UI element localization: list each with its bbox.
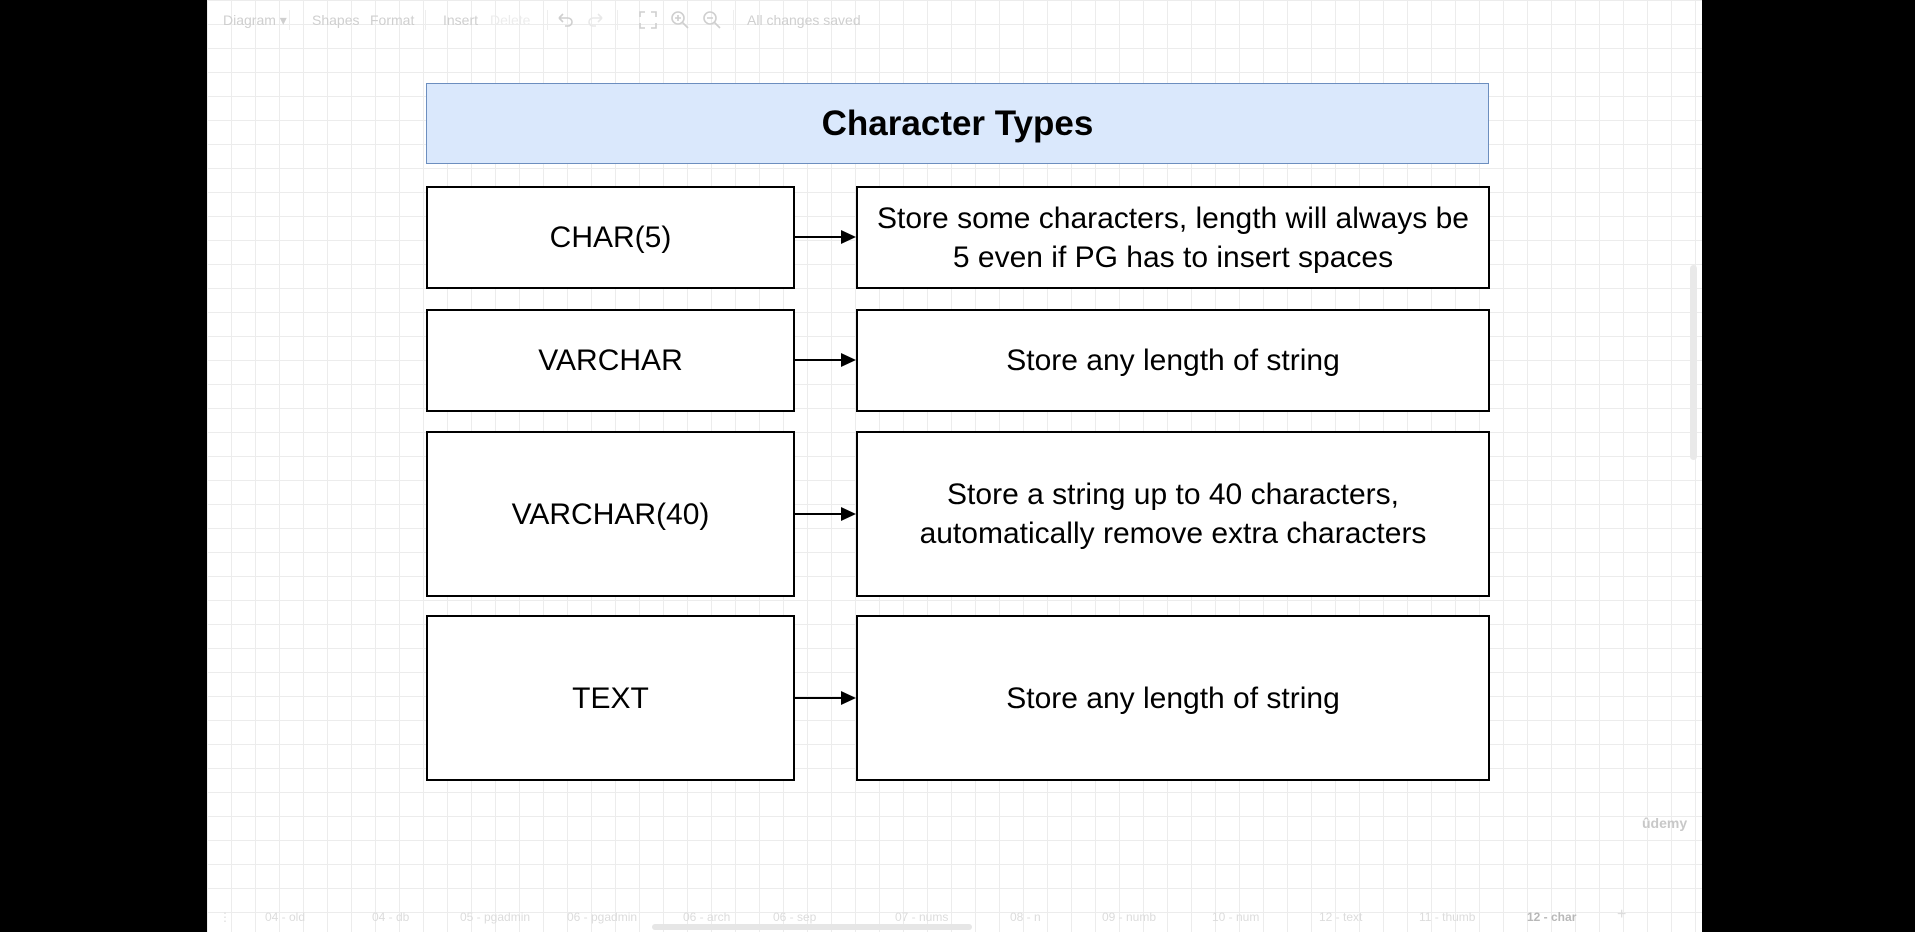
page-tab[interactable]: 04 - old xyxy=(265,910,306,924)
toolbar: Diagram ▾ Shapes Format Insert Delete Al… xyxy=(207,0,1702,40)
toolbar-divider xyxy=(617,10,618,30)
type-box-varchar[interactable]: VARCHAR xyxy=(426,309,795,412)
add-page-button[interactable]: + xyxy=(1617,906,1627,923)
page-tab[interactable]: 05 - pgadmin xyxy=(460,910,531,924)
toolbar-divider xyxy=(733,10,734,30)
diagram-menu-label: Diagram xyxy=(223,12,276,28)
toolbar-divider xyxy=(547,10,548,30)
page-tab[interactable]: 06 - sep xyxy=(773,910,817,924)
insert-button[interactable]: Insert xyxy=(443,12,479,28)
page-tab[interactable]: 07 - nums xyxy=(895,910,949,924)
description-box-text[interactable]: Store any length of string xyxy=(856,615,1490,781)
title-shape[interactable]: Character Types xyxy=(426,83,1489,164)
diagram-title: Character Types xyxy=(821,103,1094,143)
page-tabs-bar: ⋮ 04 - old 04 - db 05 - pgadmin 06 - pga… xyxy=(207,904,1702,928)
description-label: Store any length of string xyxy=(1006,681,1340,715)
page-tab[interactable]: 11 - thumb xyxy=(1419,910,1476,924)
page-tab[interactable]: 08 - n xyxy=(1010,910,1041,924)
page-tab[interactable]: 12 - text xyxy=(1319,910,1363,924)
undo-icon[interactable] xyxy=(554,9,576,31)
type-label: CHAR(5) xyxy=(549,221,672,254)
toolbar-divider xyxy=(289,10,290,30)
description-box-varchar[interactable]: Store any length of string xyxy=(856,309,1490,412)
diagram-editor-window: Diagram ▾ Shapes Format Insert Delete Al… xyxy=(207,0,1702,932)
page-tab[interactable]: 06 - arch xyxy=(683,910,731,924)
save-status: All changes saved xyxy=(747,12,861,28)
type-box-text[interactable]: TEXT xyxy=(426,615,795,781)
connector-arrow-varchar40[interactable] xyxy=(795,507,856,521)
horizontal-scrollbar[interactable] xyxy=(652,924,972,930)
shapes-button[interactable]: Shapes xyxy=(312,12,360,28)
page-tab-active[interactable]: 12 - char xyxy=(1527,910,1577,924)
connector-arrow-char5[interactable] xyxy=(795,230,856,244)
page-tab[interactable]: 09 - numb xyxy=(1102,910,1157,924)
description-label: Store a string up to 40 characters, auto… xyxy=(919,478,1427,550)
page-tab[interactable]: 06 - pgadmin xyxy=(567,910,638,924)
type-label: VARCHAR(40) xyxy=(511,497,710,531)
connector-layer xyxy=(795,230,856,705)
description-label: Store any length of string xyxy=(1006,344,1340,377)
diagram-menu[interactable]: Diagram ▾ xyxy=(223,12,287,28)
delete-button[interactable]: Delete xyxy=(490,12,531,28)
page-tab[interactable]: 04 - db xyxy=(372,910,410,924)
type-box-varchar40[interactable]: VARCHAR(40) xyxy=(426,431,795,597)
description-label: Store some characters, length will alway… xyxy=(877,201,1469,274)
pages-menu-icon[interactable]: ⋮ xyxy=(219,910,231,924)
type-label: TEXT xyxy=(572,681,649,715)
udemy-watermark: ûdemy xyxy=(1642,815,1688,831)
connector-arrow-text[interactable] xyxy=(795,691,856,705)
vertical-scrollbar[interactable] xyxy=(1690,265,1697,460)
toolbar-divider xyxy=(425,10,426,30)
zoom-out-icon[interactable] xyxy=(701,9,723,31)
description-box-varchar40[interactable]: Store a string up to 40 characters, auto… xyxy=(856,431,1490,597)
type-box-char5[interactable]: CHAR(5) xyxy=(426,186,795,289)
page-tab[interactable]: 10 - num xyxy=(1212,910,1260,924)
zoom-in-icon[interactable] xyxy=(669,9,691,31)
fullscreen-icon[interactable] xyxy=(637,9,659,31)
format-button[interactable]: Format xyxy=(370,12,415,28)
redo-icon[interactable] xyxy=(585,9,607,31)
diagram-canvas[interactable]: Character Types CHAR(5) Store some chara… xyxy=(207,0,1702,932)
connector-arrow-varchar[interactable] xyxy=(795,353,856,367)
type-label: VARCHAR xyxy=(538,344,683,377)
description-box-char5[interactable]: Store some characters, length will alway… xyxy=(856,186,1490,289)
